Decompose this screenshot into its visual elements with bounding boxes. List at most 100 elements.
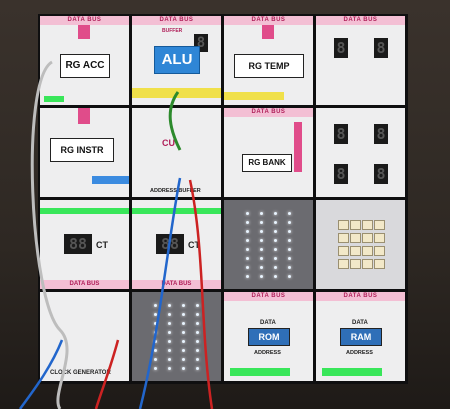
led-dot <box>274 266 277 269</box>
acc-register-box: RG ACC <box>60 54 110 78</box>
seven-segment-display: 8 <box>334 38 348 58</box>
led-dot <box>182 349 185 352</box>
led-dot <box>168 313 171 316</box>
keypad-key[interactable] <box>338 259 349 269</box>
led-dot <box>168 367 171 370</box>
data-label: DATA <box>260 320 276 326</box>
led-dot <box>288 212 291 215</box>
led-dot <box>182 367 185 370</box>
seven-segment-display: 8 <box>374 38 388 58</box>
led-dot <box>260 212 263 215</box>
alu-box: ALU <box>154 46 200 74</box>
led-dot <box>288 230 291 233</box>
keypad-key[interactable] <box>362 233 373 243</box>
blue-strip <box>92 176 129 184</box>
address-buffer-label: ADDRESS BUFFER <box>150 188 201 194</box>
keypad-key[interactable] <box>350 246 361 256</box>
led-dot <box>288 248 291 251</box>
keypad-key[interactable] <box>338 246 349 256</box>
clock-generator-label: CLOCK GENERATOR <box>50 370 111 376</box>
bus-arrow <box>78 25 90 39</box>
module-display-1: DATA BUS 8 8 <box>316 16 405 105</box>
led-dot <box>288 275 291 278</box>
led-dot <box>288 257 291 260</box>
led-dot <box>168 304 171 307</box>
led-dot <box>168 340 171 343</box>
yellow-strip <box>224 92 284 100</box>
led-dot <box>246 257 249 260</box>
ct-label: CT <box>188 240 200 250</box>
keypad-key[interactable] <box>338 233 349 243</box>
led-dot <box>154 331 157 334</box>
keypad-key[interactable] <box>350 233 361 243</box>
rom-box: ROM <box>248 328 290 346</box>
keypad-key[interactable] <box>338 220 349 230</box>
green-strip <box>230 368 290 376</box>
cu-label: CU <box>162 138 175 148</box>
led-dot <box>182 340 185 343</box>
led-dot <box>168 331 171 334</box>
keypad-key[interactable] <box>362 246 373 256</box>
seven-segment-display: 8 <box>374 164 388 184</box>
led-dot <box>274 212 277 215</box>
module-counter-1: 88 CT DATA BUS <box>40 200 129 289</box>
data-bus-label: DATA BUS <box>40 280 129 289</box>
led-dot <box>154 367 157 370</box>
bus-arrow <box>262 25 274 39</box>
led-dot <box>168 322 171 325</box>
seven-segment-display: 8 <box>374 124 388 144</box>
led-dot <box>196 313 199 316</box>
led-dot <box>154 358 157 361</box>
data-bus-label: DATA BUS <box>224 16 313 25</box>
led-dot <box>274 248 277 251</box>
ct-label: CT <box>96 240 108 250</box>
module-display-2: 8 8 8 8 <box>316 108 405 197</box>
data-bus-label: DATA BUS <box>224 292 313 301</box>
seven-segment-display: 88 <box>64 234 92 254</box>
led-dot <box>246 212 249 215</box>
led-dot <box>274 221 277 224</box>
module-alu: DATA BUS BUFFER 8 ALU <box>132 16 221 105</box>
led-dot <box>182 322 185 325</box>
module-rg-acc: DATA BUS RG ACC <box>40 16 129 105</box>
keypad-key[interactable] <box>374 259 385 269</box>
keypad-key[interactable] <box>374 220 385 230</box>
led-dot <box>246 230 249 233</box>
led-dot <box>196 340 199 343</box>
led-dot <box>246 239 249 242</box>
ram-box: RAM <box>340 328 382 346</box>
led-dot <box>182 358 185 361</box>
module-led-panel-1 <box>224 200 313 289</box>
led-dot <box>196 367 199 370</box>
led-dot <box>260 221 263 224</box>
temp-register-box: RG TEMP <box>234 54 304 78</box>
keypad-key[interactable] <box>350 259 361 269</box>
keypad-key[interactable] <box>374 246 385 256</box>
led-dot <box>246 275 249 278</box>
buffer-label: BUFFER <box>162 28 183 34</box>
module-counter-2: 88 CT DATA BUS <box>132 200 221 289</box>
bus-arrow <box>294 122 302 172</box>
green-strip <box>322 368 382 376</box>
keypad-key[interactable] <box>350 220 361 230</box>
led-dot <box>196 331 199 334</box>
keypad-key[interactable] <box>374 233 385 243</box>
led-dot <box>274 230 277 233</box>
led-dot <box>260 248 263 251</box>
led-dot <box>260 275 263 278</box>
module-rom: DATA BUS DATA ROM ADDRESS <box>224 292 313 381</box>
led-dot <box>274 257 277 260</box>
module-cu: CU ADDRESS BUFFER <box>132 108 221 197</box>
led-dot <box>196 358 199 361</box>
keypad-grid[interactable] <box>338 220 385 269</box>
led-dot <box>196 304 199 307</box>
keypad-key[interactable] <box>362 220 373 230</box>
module-ram: DATA BUS DATA RAM ADDRESS <box>316 292 405 381</box>
keypad-key[interactable] <box>362 259 373 269</box>
led-dot <box>288 221 291 224</box>
instr-register-box: RG INSTR <box>50 138 114 162</box>
led-dot <box>260 239 263 242</box>
led-dot <box>246 248 249 251</box>
bus-arrow <box>78 108 90 124</box>
led-dot <box>182 331 185 334</box>
